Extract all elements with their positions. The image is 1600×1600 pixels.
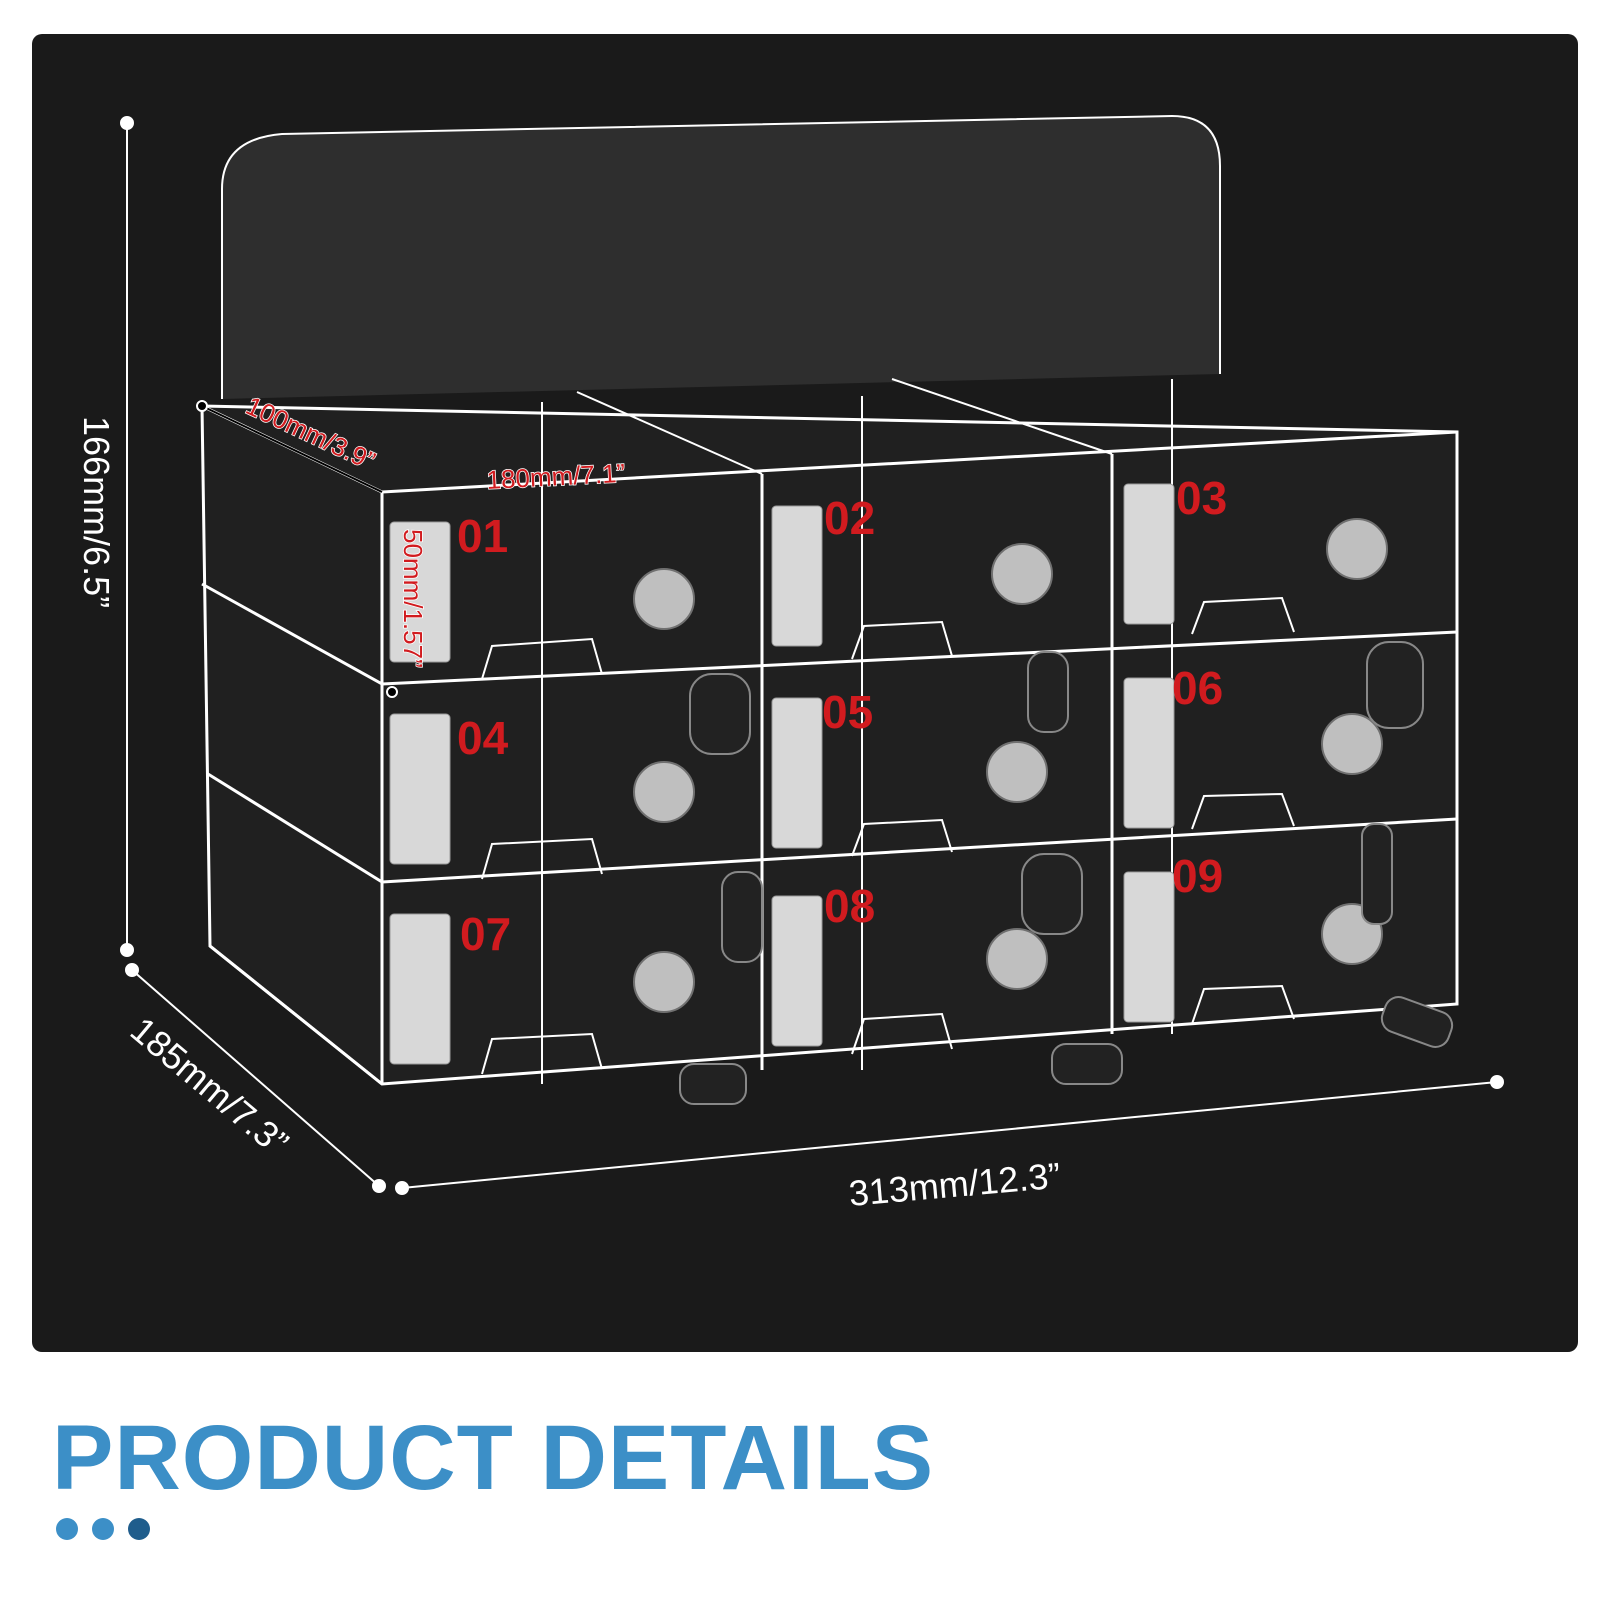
- hinge: [771, 505, 823, 647]
- compartment-number-06: 06: [1172, 662, 1223, 714]
- decoration-dot: [92, 1518, 114, 1540]
- key-icon: [1021, 853, 1083, 935]
- lock-icon: [1321, 713, 1383, 775]
- product-image-panel: 01 02 03 04 05 06 07 08 09 166mm/6.5” 18…: [32, 34, 1578, 1352]
- locker-box-illustration: 01 02 03 04 05 06 07 08 09 166mm/6.5” 18…: [76, 114, 1504, 1214]
- lock-icon: [633, 951, 695, 1013]
- key-icon: [721, 871, 763, 963]
- compartment-number-08: 08: [824, 880, 875, 932]
- cam-locks: [633, 518, 1388, 1013]
- compartment-number-09: 09: [1172, 850, 1223, 902]
- acrylic-back-panel: [221, 114, 1221, 399]
- key-icon: [1027, 651, 1069, 733]
- product-details-heading: PRODUCT DETAILS: [52, 1407, 935, 1509]
- compartment-height-label: 50mm/1.57”: [398, 529, 428, 668]
- height-dimension-label: 166mm/6.5”: [76, 416, 117, 608]
- compartment-width-label: 180mm/7.1”: [486, 458, 626, 495]
- compartment-number-04: 04: [457, 712, 509, 764]
- compartment-number-03: 03: [1176, 472, 1227, 524]
- hinge: [1123, 677, 1175, 829]
- compartment-number-07: 07: [460, 908, 511, 960]
- hinge: [389, 713, 451, 865]
- hinges: [389, 483, 1175, 1065]
- lock-icon: [986, 741, 1048, 803]
- hinge: [389, 521, 451, 663]
- key-icon: [1051, 1043, 1123, 1085]
- decoration-dot: [128, 1518, 150, 1540]
- key-icon: [689, 673, 751, 755]
- dimension-lines: [120, 116, 1504, 1195]
- hinge: [771, 697, 823, 849]
- key-icon: [1361, 823, 1393, 925]
- hinge: [1123, 483, 1175, 625]
- lock-icon: [1326, 518, 1388, 580]
- lock-icon: [633, 761, 695, 823]
- keys: [679, 641, 1454, 1105]
- lock-icon: [633, 568, 695, 630]
- key-icon: [1380, 996, 1454, 1048]
- width-dimension-label: 313mm/12.3”: [847, 1155, 1062, 1214]
- compartment-number-02: 02: [824, 492, 875, 544]
- compartment-number-01: 01: [457, 510, 508, 562]
- key-icon: [679, 1063, 747, 1105]
- door-pull-tabs: [481, 596, 1295, 1075]
- key-icon: [1366, 641, 1424, 729]
- lock-icon: [991, 543, 1053, 605]
- hinge: [1123, 871, 1175, 1023]
- hinge: [771, 895, 823, 1047]
- depth-dimension-label: 185mm/7.3”: [123, 1009, 296, 1164]
- lock-icon: [986, 928, 1048, 990]
- compartment-number-05: 05: [822, 686, 873, 738]
- decoration-dot: [56, 1518, 78, 1540]
- heading-decoration-dots: [56, 1518, 150, 1540]
- hinge: [389, 913, 451, 1065]
